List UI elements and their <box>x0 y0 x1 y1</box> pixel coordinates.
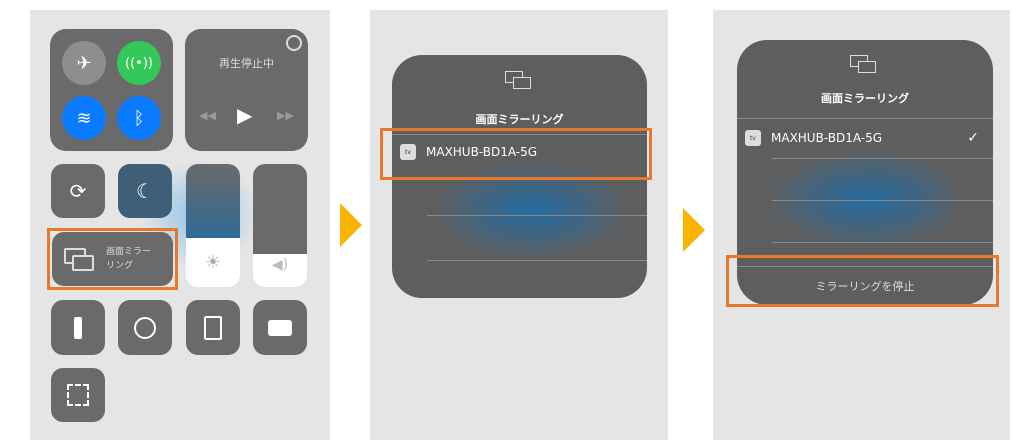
mirroring-highlight <box>47 228 178 290</box>
play-button[interactable]: ▶ <box>237 103 253 127</box>
timer-icon <box>134 316 156 339</box>
forward-icon[interactable]: ▶▶ <box>277 109 294 122</box>
airplay-icon[interactable] <box>286 35 302 51</box>
stop-mirroring-button[interactable]: ミラーリングを停止 <box>815 280 915 293</box>
airplane-mode-toggle[interactable]: ✈ <box>62 41 106 85</box>
stop-button-highlight <box>726 255 999 307</box>
camera-icon <box>268 319 292 336</box>
mirroring-select-panel: 画面ミラーリング tv MAXHUB-BD1A-5G <box>370 10 668 440</box>
bluetooth-icon: ᛒ <box>133 107 145 129</box>
mirroring-label-line2: リング <box>106 261 134 271</box>
flashlight-icon <box>74 316 82 339</box>
screen-mirroring-button[interactable]: 画面ミラー リング <box>52 232 173 286</box>
qr-code-icon <box>67 384 89 406</box>
wifi-toggle[interactable]: ≋ <box>62 96 106 140</box>
checkmark-icon: ✓ <box>967 130 979 146</box>
mirroring-card: 画面ミラーリング <box>392 55 647 298</box>
rewind-icon[interactable]: ◀◀ <box>199 109 216 122</box>
mirroring-icon <box>505 71 535 91</box>
flashlight-button[interactable] <box>51 300 105 355</box>
rotation-lock-button[interactable]: ⟳ <box>51 164 105 218</box>
rotation-lock-icon: ⟳ <box>69 179 87 203</box>
mirroring-label-line1: 画面ミラー <box>106 247 152 257</box>
sun-icon: ☀ <box>204 252 222 273</box>
apple-tv-icon: tv <box>400 144 416 160</box>
device-row[interactable]: tv MAXHUB-BD1A-5G <box>400 144 537 160</box>
device-highlight <box>380 128 652 180</box>
brightness-slider[interactable]: ☀ <box>186 164 240 287</box>
mirroring-card: 画面ミラーリング tv MAXHUB-BD1A-5G ✓ ミラーリングを停止 <box>737 40 993 305</box>
moon-icon: ☾ <box>136 179 154 203</box>
bluetooth-toggle[interactable]: ᛒ <box>117 96 161 140</box>
cellular-toggle[interactable]: ((•)) <box>117 41 161 85</box>
mirroring-icon <box>64 248 94 271</box>
camera-button[interactable] <box>253 300 307 355</box>
timer-button[interactable] <box>118 300 172 355</box>
mirroring-title: 画面ミラーリング <box>475 113 564 126</box>
speaker-icon: ◀) <box>271 257 289 273</box>
device-name: MAXHUB-BD1A-5G <box>771 131 883 145</box>
calculator-button[interactable] <box>186 300 240 355</box>
mirroring-title: 画面ミラーリング <box>821 92 909 105</box>
media-block: 再生停止中 ◀◀ ▶ ▶▶ <box>185 29 308 151</box>
mirroring-icon <box>850 55 880 75</box>
apple-tv-icon: tv <box>745 130 761 146</box>
control-center-panel: ✈ ((•)) ≋ ᛒ 再生停止中 ◀◀ ▶ ▶▶ ⟳ ☾ ☀ ◀) 画面ミラー… <box>30 10 330 440</box>
do-not-disturb-button[interactable]: ☾ <box>118 164 172 218</box>
qr-scanner-button[interactable] <box>51 368 105 422</box>
connectivity-block: ✈ ((•)) ≋ ᛒ <box>50 29 173 151</box>
device-name: MAXHUB-BD1A-5G <box>426 145 538 159</box>
wifi-icon: ≋ <box>76 107 92 129</box>
mirroring-stop-panel: 画面ミラーリング tv MAXHUB-BD1A-5G ✓ ミラーリングを停止 <box>713 10 1010 440</box>
arrow-right-icon <box>340 203 362 247</box>
arrow-right-icon <box>683 208 705 252</box>
media-status: 再生停止中 <box>219 57 274 70</box>
device-row[interactable]: tv MAXHUB-BD1A-5G ✓ <box>745 130 979 146</box>
volume-slider[interactable]: ◀) <box>253 164 307 287</box>
calculator-icon <box>204 315 222 340</box>
